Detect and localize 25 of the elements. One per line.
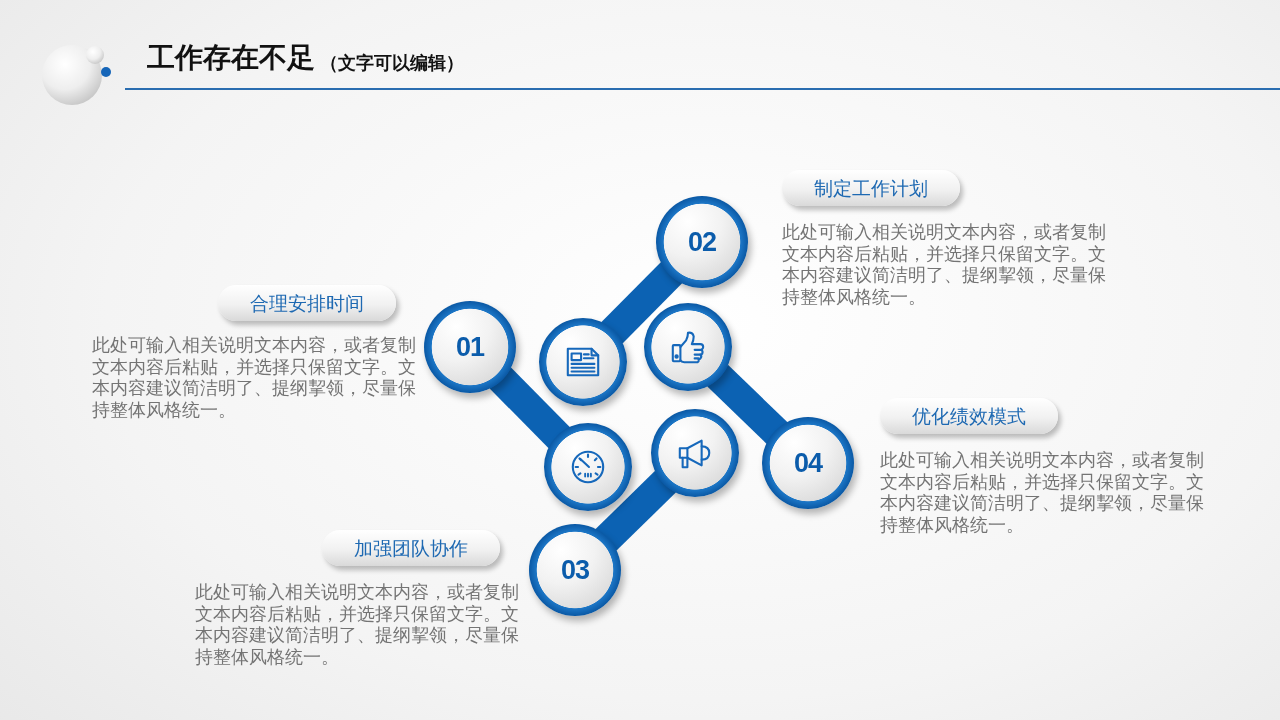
connector-band [595,470,677,551]
icon-circle [544,423,632,511]
number-circle [656,196,748,288]
description-text: 此处可输入相关说明文本内容，或者复制文本内容后粘贴，并选择只保留文字。文本内容建议简洁明了、提纲挈领，尽量保持整体风格统一。 [880,450,1204,536]
description-text: 此处可输入相关说明文本内容，或者复制文本内容后粘贴，并选择只保留文字。文本内容建议简洁明了、提纲挈领，尽量保持整体风格统一。 [782,222,1106,308]
step-number: 01 [455,333,484,361]
description-text: 此处可输入相关说明文本内容，或者复制文本内容后粘贴，并选择只保留文字。文本内容建议简洁明了、提纲挈领，尽量保持整体风格统一。 [195,582,519,668]
description-text: 此处可输入相关说明文本内容，或者复制文本内容后粘贴，并选择只保留文字。文本内容建议简洁明了、提纲挈领，尽量保持整体风格统一。 [92,335,416,421]
heading-text: 制定工作计划 [814,177,928,199]
title-note: （文字可以编辑） [320,54,464,72]
connector-band [707,364,788,444]
step-number: 02 [687,228,716,256]
number-circle [529,524,621,616]
heading-text: 合理安排时间 [250,292,364,314]
step-number: 04 [793,449,822,477]
icon-circle [651,409,739,497]
step-number: 03 [560,556,589,584]
number-circle [762,417,854,509]
icon-circle [644,303,732,391]
slide-title: 工作存在不足 [147,44,315,72]
number-circle [424,301,516,393]
icon-circle [539,318,627,406]
heading-text: 加强团队协作 [354,537,468,559]
heading-text: 优化绩效模式 [912,405,1026,427]
connector-band [601,261,683,344]
